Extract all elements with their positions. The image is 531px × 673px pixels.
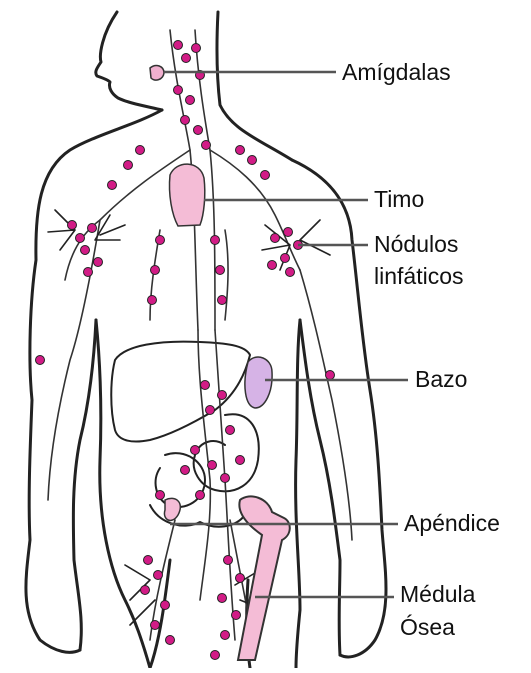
label-timo: Timo [374, 185, 424, 214]
lymph-node [166, 636, 175, 645]
label-nodulos-line2: linfáticos [374, 262, 463, 291]
lymph-node [224, 556, 233, 565]
lymph-node [201, 381, 210, 390]
torso-left-outline [26, 110, 162, 652]
lymph-node [136, 146, 145, 155]
lymph-node [191, 446, 200, 455]
lymph-node [151, 266, 160, 275]
lymph-node [261, 171, 270, 180]
lymph-node [94, 258, 103, 267]
lymph-node [211, 651, 220, 660]
lymph-node [248, 156, 257, 165]
lymph-node [218, 391, 227, 400]
lymph-node [141, 586, 150, 595]
lymph-node [156, 236, 165, 245]
lymph-node [36, 356, 45, 365]
lymph-node [124, 161, 133, 170]
lymph-node [281, 254, 290, 263]
lymph-node [181, 466, 190, 475]
lymph-node [206, 406, 215, 415]
lymph-node [236, 574, 245, 583]
label-nodulos-line1: Nódulos [374, 230, 458, 259]
lymph-node [148, 296, 157, 305]
lymph-node [196, 491, 205, 500]
lymph-node [286, 268, 295, 277]
label-medula-line2: Ósea [400, 613, 455, 642]
tonsil [150, 66, 164, 81]
lymph-node [84, 268, 93, 277]
lymph-node [192, 44, 201, 53]
lymph-node [182, 54, 191, 63]
lymph-node [76, 234, 85, 243]
lymph-node [226, 426, 235, 435]
lymph-node [108, 181, 117, 190]
lymph-node [326, 371, 335, 380]
torso-right-side [296, 320, 300, 668]
lymph-vessel [48, 210, 125, 250]
lymph-node [211, 236, 220, 245]
lymph-node [268, 261, 277, 270]
lymph-vessel [300, 270, 352, 540]
torso-left-side [96, 320, 150, 668]
lymph-node [174, 41, 183, 50]
lymph-node [236, 146, 245, 155]
lymph-node [218, 296, 227, 305]
lymph-node [151, 621, 160, 630]
lymph-node [144, 556, 153, 565]
lymph-node [271, 234, 280, 243]
lymph-node [194, 126, 203, 135]
lymph-vessel [215, 330, 235, 640]
lymph-node [88, 224, 97, 233]
lymph-node [221, 631, 230, 640]
lymph-node [284, 228, 293, 237]
lymph-node [156, 491, 165, 500]
label-medula-line1: Médula [400, 580, 475, 609]
appendix [164, 498, 180, 520]
label-amigdalas: Amígdalas [342, 58, 451, 87]
lymph-node [202, 141, 211, 150]
head-outline [96, 12, 162, 110]
lymph-node [161, 601, 170, 610]
lymph-node [186, 96, 195, 105]
spleen [245, 357, 272, 408]
thymus [169, 164, 204, 226]
lymph-node [208, 461, 217, 470]
neck-right-outline [217, 12, 292, 160]
lymph-vessel [225, 230, 228, 320]
lymph-node [174, 86, 183, 95]
lymph-node [218, 594, 227, 603]
lymph-node [154, 571, 163, 580]
lymph-node [236, 456, 245, 465]
lymph-node [221, 474, 230, 483]
arm-left-inner [73, 320, 96, 650]
lymph-node [232, 611, 241, 620]
lymph-node [81, 246, 90, 255]
arm-right-inner [300, 320, 340, 655]
lymph-node [181, 116, 190, 125]
label-bazo: Bazo [415, 365, 467, 394]
label-apendice: Apéndice [404, 509, 500, 538]
lymph-node [216, 266, 225, 275]
lymph-node [68, 221, 77, 230]
